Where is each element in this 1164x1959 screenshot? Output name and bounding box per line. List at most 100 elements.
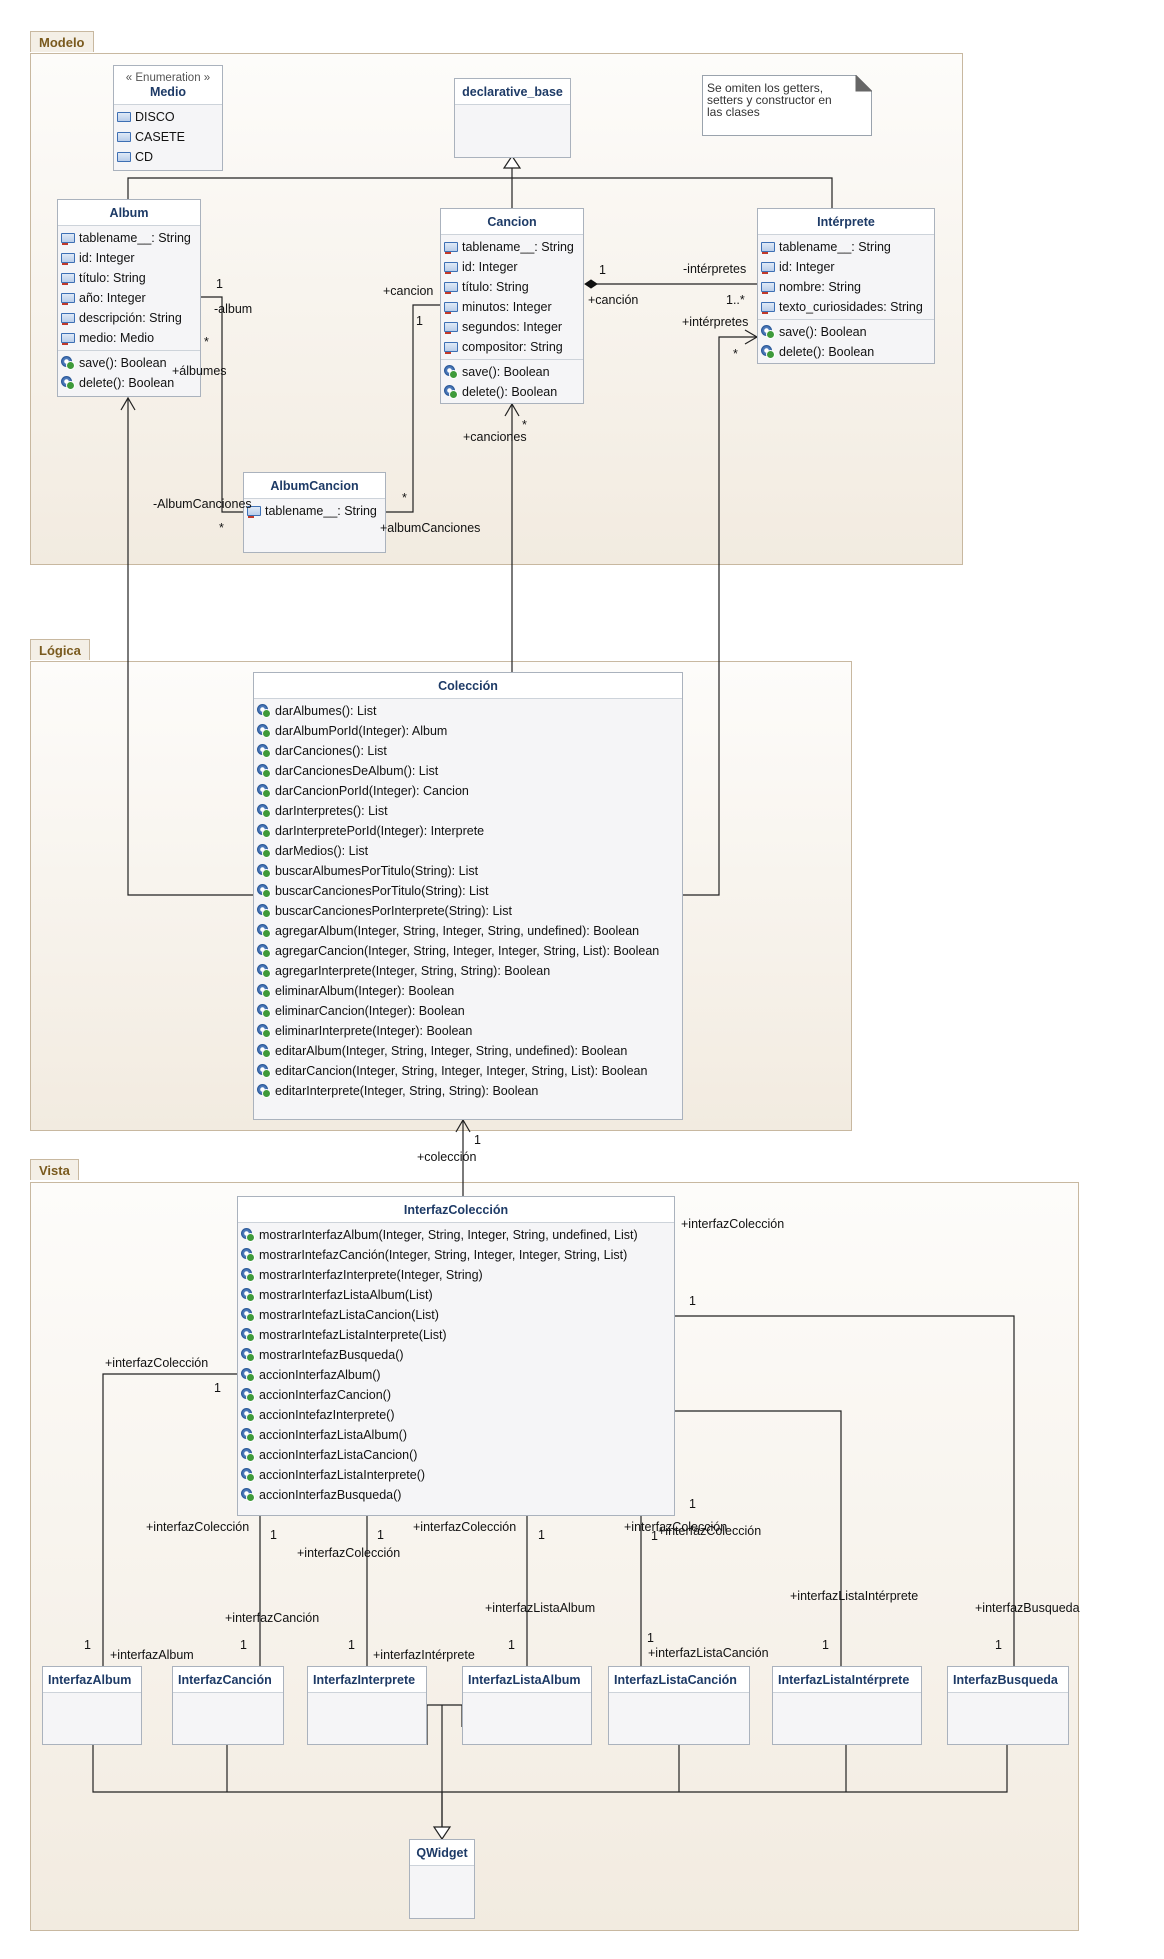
class-interfazlistacancion[interactable]: InterfazListaCanción — [608, 1666, 750, 1745]
operation-gear-icon — [257, 1084, 271, 1098]
operation-row: mostrarInterfazListaAlbum(List) — [238, 1285, 674, 1305]
class-album[interactable]: Album tablename__: String id: Integer tí… — [57, 199, 201, 397]
class-medio[interactable]: « Enumeration »Medio DISCO CASETE CD — [113, 65, 223, 171]
operation-row: accionInterfazBusqueda() — [238, 1485, 674, 1505]
class-interfazcancion[interactable]: InterfazCanción — [172, 1666, 284, 1745]
multiplicity-label: 1 — [240, 1638, 247, 1652]
operation-gear-icon — [257, 824, 271, 838]
multiplicity-label: 1 — [651, 1529, 658, 1543]
class-name: InterfazListaCanción — [609, 1667, 749, 1693]
role-label: +interfazListaAlbum — [485, 1601, 596, 1615]
attribute-icon — [61, 273, 75, 285]
operation-row: agregarCancion(Integer, String, Integer,… — [254, 941, 682, 961]
operation-gear-icon — [257, 704, 271, 718]
operation-row: agregarInterprete(Integer, String, Strin… — [254, 961, 682, 981]
operation-gear-icon — [61, 376, 75, 390]
class-declarative-base[interactable]: declarative_base — [454, 78, 571, 158]
multiplicity-label: 1 — [689, 1294, 696, 1308]
role-label: -intérpretes — [683, 262, 747, 276]
operation-gear-icon — [257, 1004, 271, 1018]
note-line: las clases — [707, 105, 760, 119]
role-label: +interfazColección — [413, 1520, 517, 1534]
multiplicity-label: * — [204, 335, 209, 349]
operation-row: darInterpretes(): List — [254, 801, 682, 821]
class-name: Album — [58, 200, 200, 226]
literal-icon — [117, 152, 131, 162]
enum-literal: CASETE — [114, 127, 222, 147]
role-label: +interfazCanción — [225, 1611, 320, 1625]
attribute-row: id: Integer — [58, 248, 200, 268]
class-albumcancion[interactable]: AlbumCancion tablename__: String — [243, 472, 386, 553]
multiplicity-label: 1 — [270, 1528, 277, 1542]
attribute-icon — [61, 313, 75, 325]
class-interfazalbum[interactable]: InterfazAlbum — [42, 1666, 142, 1745]
stereotype-label: « Enumeration » — [125, 72, 211, 84]
class-name: Intérprete — [758, 209, 934, 235]
operation-gear-icon — [257, 1064, 271, 1078]
literal-icon — [117, 112, 131, 122]
attribute-row: nombre: String — [758, 277, 934, 297]
role-label: +interfazColección — [297, 1546, 401, 1560]
attribute-icon — [444, 242, 458, 254]
attribute-icon — [761, 262, 775, 274]
attribute-icon — [444, 302, 458, 314]
attribute-icon — [761, 302, 775, 314]
role-label: +interfazColección — [146, 1520, 250, 1534]
operation-gear-icon — [241, 1368, 255, 1382]
operation-row: editarAlbum(Integer, String, Integer, St… — [254, 1041, 682, 1061]
operation-gear-icon — [257, 884, 271, 898]
class-name: InterfazListaAlbum — [463, 1667, 591, 1693]
class-interfazbusqueda[interactable]: InterfazBusqueda — [947, 1666, 1069, 1745]
role-label: +interfazBusqueda — [975, 1601, 1080, 1615]
role-label: +interfazListaIntérprete — [790, 1589, 919, 1603]
note-comment: Se omiten los getters, setters y constru… — [702, 75, 872, 136]
attribute-icon — [444, 262, 458, 274]
role-label: -album — [214, 302, 253, 316]
attribute-row: título: String — [441, 277, 583, 297]
class-interprete[interactable]: Intérprete tablename__: String id: Integ… — [757, 208, 935, 364]
class-name: QWidget — [410, 1840, 474, 1866]
operation-gear-icon — [61, 356, 75, 370]
class-name: InterfazAlbum — [43, 1667, 141, 1693]
class-cancion[interactable]: Cancion tablename__: String id: Integer … — [440, 208, 584, 404]
role-label: +interfazIntérprete — [373, 1648, 475, 1662]
role-label: -AlbumCanciones — [153, 497, 252, 511]
operation-gear-icon — [241, 1388, 255, 1402]
multiplicity-label: 1 — [689, 1497, 696, 1511]
class-interfazlistainterprete[interactable]: InterfazListaIntérprete — [772, 1666, 922, 1745]
operation-row: eliminarInterprete(Integer): Boolean — [254, 1021, 682, 1041]
attribute-row: id: Integer — [758, 257, 934, 277]
class-interfazcoleccion[interactable]: InterfazColección mostrarInterfazAlbum(I… — [237, 1196, 675, 1516]
operation-gear-icon — [257, 1044, 271, 1058]
role-label: +interfazListaCanción — [648, 1646, 769, 1660]
operation-gear-icon — [241, 1268, 255, 1282]
class-name: InterfazListaIntérprete — [773, 1667, 921, 1693]
multiplicity-label: * — [522, 418, 527, 432]
role-label: +cancion — [383, 284, 434, 298]
attribute-icon — [61, 333, 75, 345]
package-tab-modelo: Modelo — [30, 31, 94, 52]
attribute-icon — [61, 253, 75, 265]
role-label: +interfazColección — [105, 1356, 209, 1370]
operation-row: agregarAlbum(Integer, String, Integer, S… — [254, 921, 682, 941]
operation-gear-icon — [257, 984, 271, 998]
operation-row: accionInterfazAlbum() — [238, 1365, 674, 1385]
operation-gear-icon — [257, 784, 271, 798]
attribute-row: tablename__: String — [441, 237, 583, 257]
class-qwidget[interactable]: QWidget — [409, 1839, 475, 1919]
operation-gear-icon — [241, 1228, 255, 1242]
operation-row: darMedios(): List — [254, 841, 682, 861]
role-label: +álbumes — [172, 364, 227, 378]
operation-gear-icon — [241, 1408, 255, 1422]
class-name: InterfazColección — [238, 1197, 674, 1223]
attribute-icon — [61, 293, 75, 305]
class-interfazlistaalbum[interactable]: InterfazListaAlbum — [462, 1666, 592, 1745]
attribute-icon — [444, 322, 458, 334]
operation-gear-icon — [257, 924, 271, 938]
operation-gear-icon — [257, 744, 271, 758]
role-label: +interfazColección — [681, 1217, 785, 1231]
class-interfazinterprete[interactable]: InterfazInterprete — [307, 1666, 427, 1745]
operation-row: save(): Boolean — [58, 353, 200, 373]
operation-row: buscarAlbumesPorTitulo(String): List — [254, 861, 682, 881]
